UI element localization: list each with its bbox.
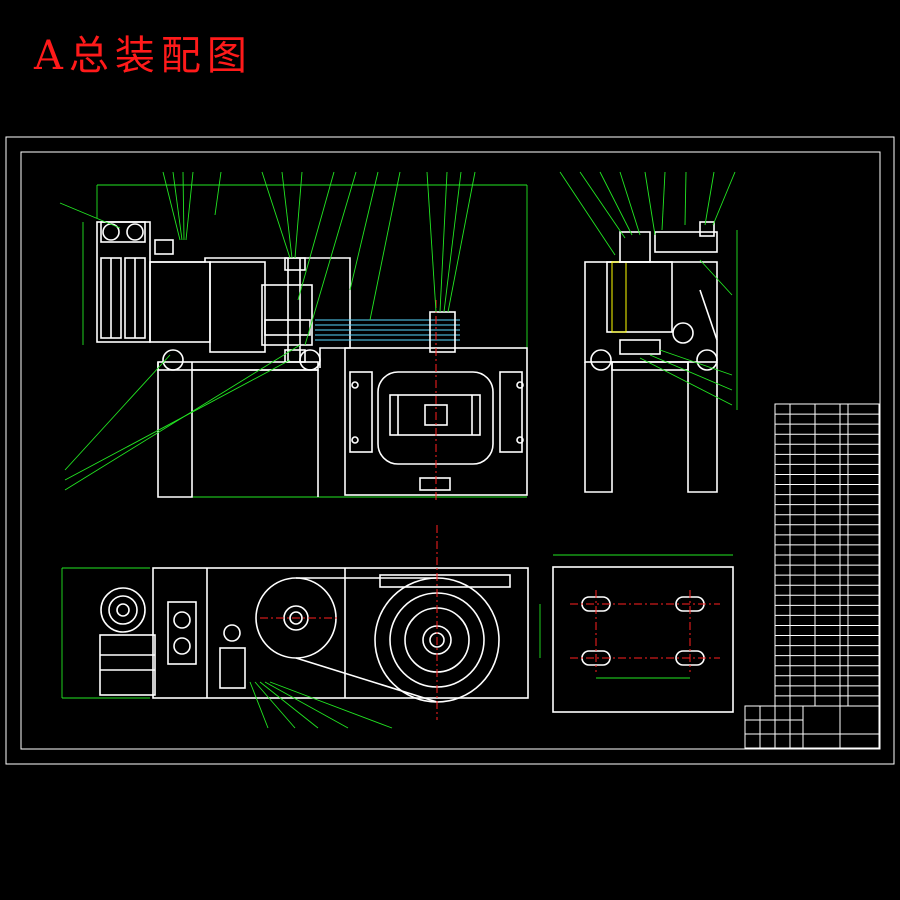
side-view xyxy=(559,171,738,493)
drawing-title: A总装配图 xyxy=(34,33,253,79)
inner-frame xyxy=(20,151,881,750)
top-view xyxy=(61,525,529,729)
front-view xyxy=(59,171,528,500)
parts-list xyxy=(774,403,880,707)
title-block xyxy=(744,705,880,749)
outer-frame xyxy=(5,136,895,765)
base-plate-view xyxy=(539,554,734,713)
